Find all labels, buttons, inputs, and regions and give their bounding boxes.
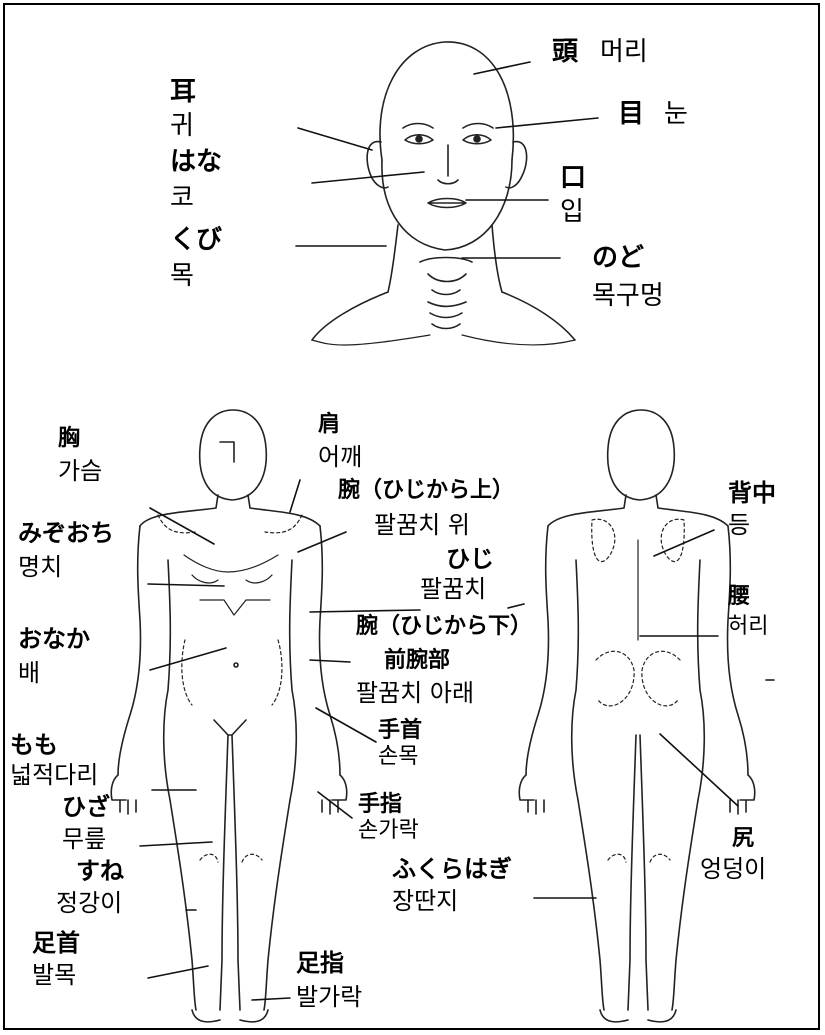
label-shin-ko: 정강이 — [56, 889, 123, 917]
pointer-lines — [139, 61, 775, 1001]
label-finger-ko: 손가락 — [358, 818, 419, 843]
label-forearm-ja: 腕（ひじから下） — [356, 614, 533, 639]
label-knee-ja: ひざ — [62, 793, 110, 821]
label-mouth-ja: 口 — [560, 163, 587, 193]
label-knee-ko: 무릎 — [62, 825, 107, 853]
label-calf-ko: 장딴지 — [392, 887, 459, 915]
label-forearm-ja2: 前腕部 — [384, 648, 451, 673]
label-head-ko: 머리 — [600, 37, 648, 67]
label-wrist-ko: 손목 — [378, 744, 419, 769]
label-ankle-ja: 足首 — [32, 929, 80, 957]
label-neck-ja: くび — [170, 225, 223, 255]
label-chest-ko: 가슴 — [58, 457, 103, 485]
front-body-drawing — [110, 409, 348, 1023]
label-waist-ja: 腰 — [728, 584, 751, 609]
label-throat-ja: のど — [592, 243, 645, 273]
label-elbow-ja: ひじ — [446, 545, 494, 573]
label-shin-ja: すね — [76, 857, 124, 885]
label-back-ko: 등 — [728, 511, 751, 539]
label-elbow-ko: 팔꿈치 — [420, 575, 487, 603]
label-belly-ja: おなか — [18, 625, 90, 653]
label-finger-ja: 手指 — [358, 792, 403, 817]
head-closeup-drawing — [311, 41, 576, 346]
label-back-ja: 背中 — [728, 479, 776, 507]
label-head-ja: 頭 — [552, 37, 579, 67]
diagram-frame — [3, 3, 820, 1030]
label-thigh-ja: もも — [10, 731, 58, 759]
label-neck-ko: 목 — [170, 261, 194, 291]
label-thigh-ko: 넓적다리 — [10, 761, 99, 789]
label-ear-ko: 귀 — [170, 111, 194, 141]
label-nose-ja: はな — [170, 147, 223, 177]
label-forearm-ko: 팔꿈치 아래 — [356, 679, 475, 707]
label-chest-ja: 胸 — [58, 426, 81, 451]
label-mouth-ko: 입 — [560, 197, 584, 227]
label-solar-plexus-ko: 명치 — [18, 553, 63, 581]
label-eye-ja: 目 — [618, 99, 645, 129]
label-ear-ja: 耳 — [170, 77, 197, 107]
label-buttocks-ja: 尻 — [732, 826, 755, 851]
label-shoulder-ja: 肩 — [318, 412, 341, 437]
label-upper-arm-ja: 腕（ひじから上） — [338, 478, 515, 503]
label-upper-arm-ko: 팔꿈치 위 — [374, 511, 470, 539]
label-eye-ko: 눈 — [664, 99, 688, 129]
label-ankle-ko: 발목 — [32, 961, 77, 989]
label-belly-ko: 배 — [18, 659, 41, 687]
label-calf-ja: ふくらはぎ — [392, 855, 512, 883]
back-body-drawing — [518, 409, 756, 1023]
label-waist-ko: 허리 — [728, 614, 769, 639]
label-toe-ja: 足指 — [296, 949, 344, 977]
label-shoulder-ko: 어깨 — [318, 443, 363, 471]
label-nose-ko: 코 — [170, 183, 194, 213]
label-solar-plexus-ja: みぞおち — [18, 519, 114, 547]
label-wrist-ja: 手首 — [378, 718, 423, 743]
label-buttocks-ko: 엉덩이 — [700, 855, 767, 883]
label-throat-ko: 목구멍 — [592, 281, 664, 311]
label-toe-ko: 발가락 — [296, 983, 363, 1011]
